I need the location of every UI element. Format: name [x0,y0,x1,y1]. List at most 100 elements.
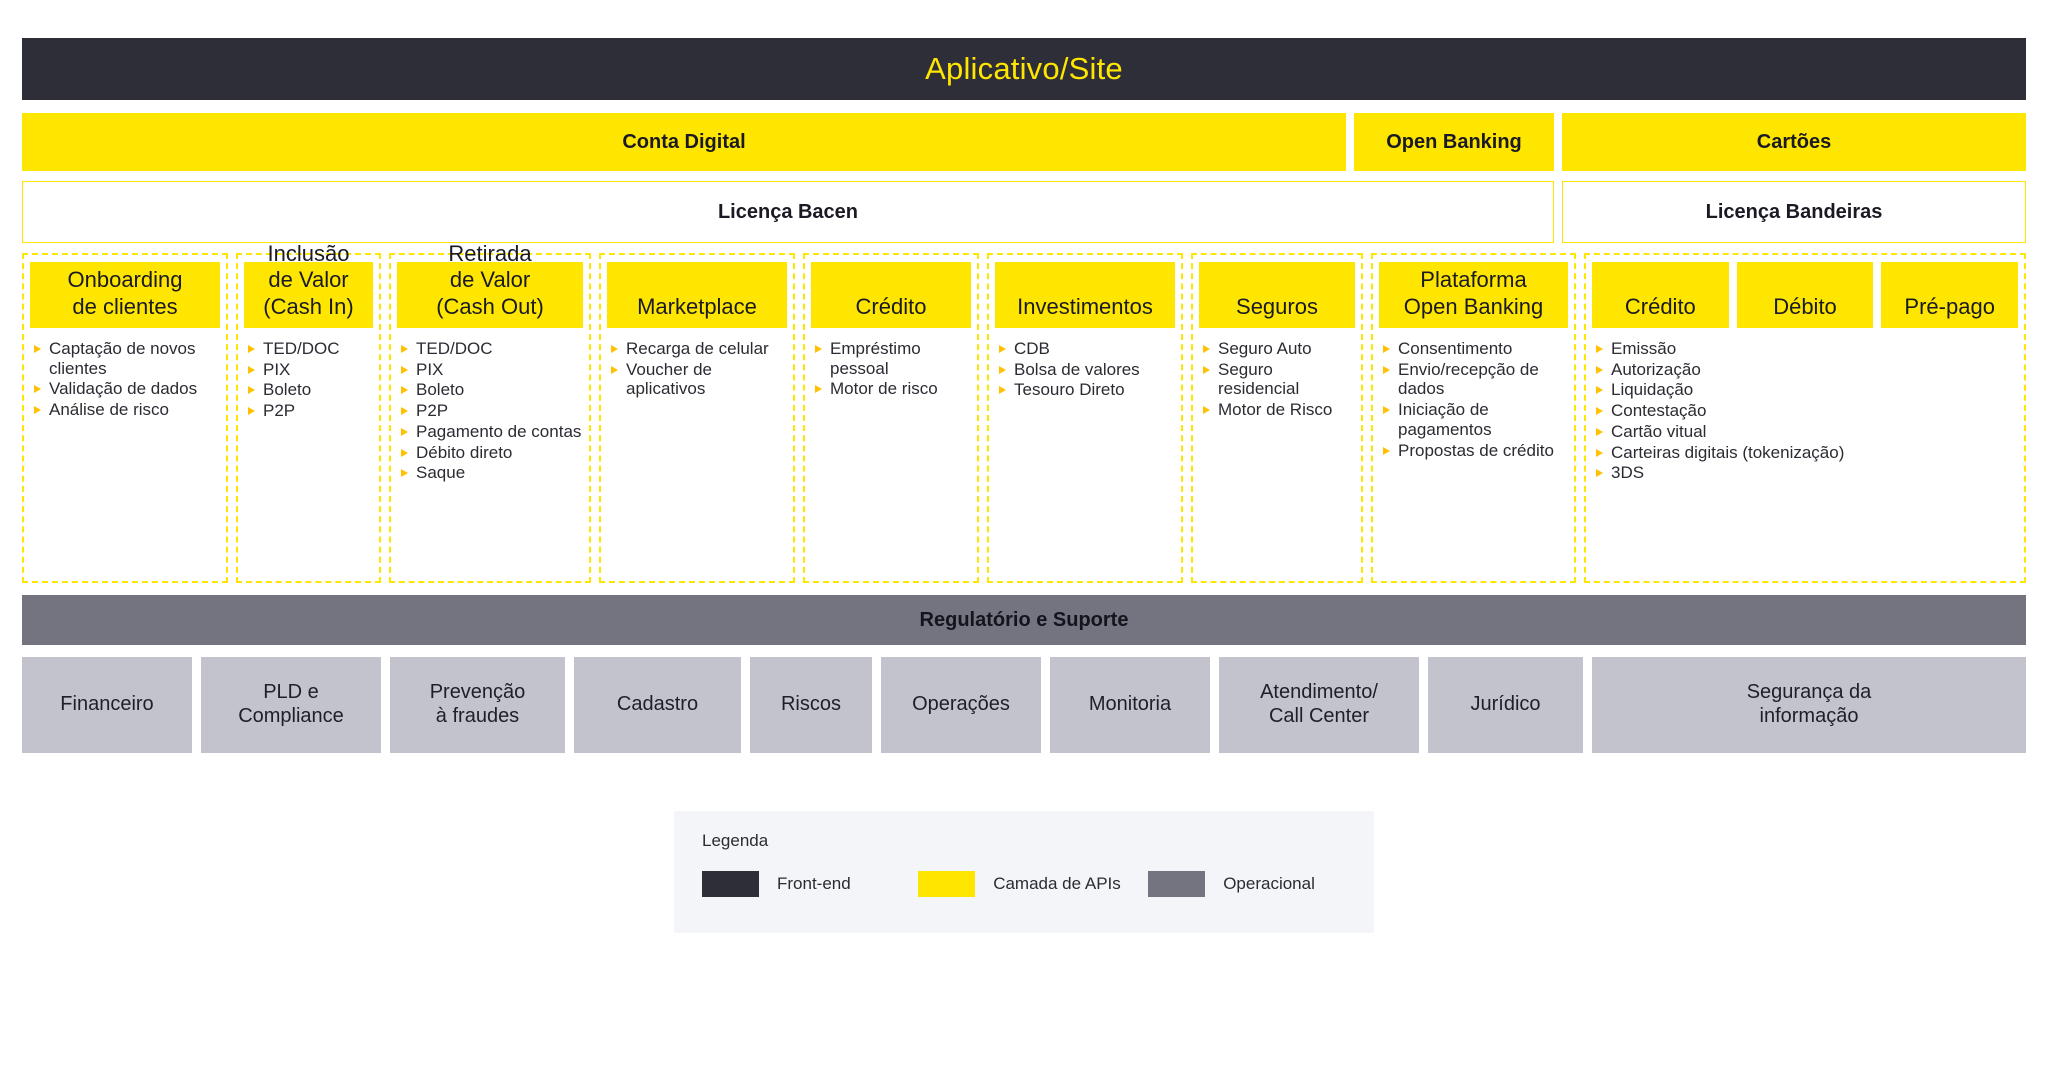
legend-title: Legenda [702,831,769,850]
ops-tile-seguranca-informacao[interactable]: Segurança da informação [1592,657,2026,753]
list-item: Liquidação [1592,380,2018,400]
list-item: TED/DOC [244,339,373,359]
capability-items: Captação de novos clientes Validação de … [30,328,220,575]
list-item: Seguro Auto [1199,339,1355,359]
capability-items: TED/DOC PIX Boleto P2P [244,328,373,575]
capability-title: Crédito [811,262,971,328]
legend-item-front-end: Front-end [702,871,918,897]
capability-title: Seguros [1199,262,1355,328]
list-item: Análise de risco [30,400,220,420]
capability-column-marketplace[interactable]: Marketplace Recarga de celular Voucher d… [599,253,795,583]
capability-items: Empréstimo pessoal Motor de risco [811,328,971,575]
api-layer-row: Conta Digital Open Banking Cartões [22,113,2026,171]
capabilities-row: Onboarding de clientes Captação de novos… [22,241,2026,583]
ops-tile-cadastro[interactable]: Cadastro [574,657,741,753]
card-type-debito[interactable]: Débito [1736,262,1874,328]
list-item: Bolsa de valores [995,360,1175,380]
list-item: Cartão vitual [1592,422,2018,442]
capability-title: Retirada de Valor (Cash Out) [397,241,583,328]
list-item: Iniciação de pagamentos [1379,400,1568,439]
capability-column-plataforma-open-banking[interactable]: Plataforma Open Banking Consentimento En… [1371,253,1576,583]
list-item: P2P [244,401,373,421]
diagram-page: Aplicativo/Site Conta Digital Open Banki… [0,38,2048,1067]
legend-item-camada-de-apis: Camada de APIs [918,871,1148,897]
legend-wrapper: Legenda Front-end Camada de APIs Operaci… [22,811,2026,933]
api-cell-open-banking[interactable]: Open Banking [1354,113,1554,171]
list-item: CDB [995,339,1175,359]
capability-column-investimentos[interactable]: Investimentos CDB Bolsa de valores Tesou… [987,253,1183,583]
legend-swatch-icon [1148,871,1206,897]
card-type-pre-pago[interactable]: Pré-pago [1881,262,2019,328]
capability-items: Emissão Autorização Liquidação Contestaç… [1592,328,2018,575]
api-cell-label: Open Banking [1386,130,1522,153]
list-item: Validação de dados [30,379,220,399]
ops-tile-pld-compliance[interactable]: PLD e Compliance [201,657,381,753]
list-item: Envio/recepção de dados [1379,360,1568,399]
list-item: Pagamento de contas [397,422,583,442]
capability-items: TED/DOC PIX Boleto P2P Pagamento de cont… [397,328,583,575]
list-item: Motor de risco [811,379,971,399]
legend: Legenda Front-end Camada de APIs Operaci… [674,811,1374,933]
ops-tile-riscos[interactable]: Riscos [750,657,872,753]
list-item: Emissão [1592,339,2018,359]
legend-items: Front-end Camada de APIs Operacional [702,871,1346,897]
operational-tiles-row: Financeiro PLD e Compliance Prevenção à … [22,657,2026,753]
list-item: Carteiras digitais (tokenização) [1592,443,2018,463]
list-item: 3DS [1592,463,2018,483]
ops-tile-operacoes[interactable]: Operações [881,657,1041,753]
ops-tile-financeiro[interactable]: Financeiro [22,657,192,753]
capability-items: Seguro Auto Seguro residencial Motor de … [1199,328,1355,575]
ops-tile-monitoria[interactable]: Monitoria [1050,657,1210,753]
list-item: Boleto [397,380,583,400]
ops-tile-atendimento-call-center[interactable]: Atendimento/ Call Center [1219,657,1419,753]
legend-label: Camada de APIs [993,874,1121,893]
card-types-group: Crédito Débito Pré-pago [1592,262,2019,328]
legend-item-operacional: Operacional [1148,871,1346,897]
list-item: Propostas de crédito [1379,441,1568,461]
api-cell-conta-digital[interactable]: Conta Digital [22,113,1346,171]
capability-title: Inclusão de Valor (Cash In) [244,241,373,328]
capability-title: Plataforma Open Banking [1379,262,1568,328]
list-item: Motor de Risco [1199,400,1355,420]
api-cell-cartoes[interactable]: Cartões [1562,113,2026,171]
list-item: Boleto [244,380,373,400]
capability-title: Onboarding de clientes [30,262,220,328]
operational-layer-bar: Regulatório e Suporte [22,595,2026,645]
list-item: Autorização [1592,360,2018,380]
license-cell-label: Licença Bacen [717,200,859,223]
license-cell-bacen[interactable]: Licença Bacen [22,181,1554,243]
list-item: Recarga de celular [607,339,787,359]
list-item: Captação de novos clientes [30,339,220,378]
license-cell-bandeiras[interactable]: Licença Bandeiras [1562,181,2026,243]
list-item: Voucher de aplicativos [607,360,787,399]
capability-title: Marketplace [607,262,787,328]
capability-title: Investimentos [995,262,1175,328]
list-item: Saque [397,463,583,483]
list-item: Empréstimo pessoal [811,339,971,378]
capability-column-cartoes[interactable]: Crédito Débito Pré-pago Emissão Autoriza… [1584,253,2026,583]
license-cell-label: Licença Bandeiras [1705,200,1883,223]
capability-column-credito[interactable]: Crédito Empréstimo pessoal Motor de risc… [803,253,979,583]
operational-layer-label: Regulatório e Suporte [919,608,1129,631]
list-item: PIX [244,360,373,380]
capability-column-onboarding[interactable]: Onboarding de clientes Captação de novos… [22,253,228,583]
list-item: P2P [397,401,583,421]
list-item: TED/DOC [397,339,583,359]
list-item: Seguro residencial [1199,360,1355,399]
frontend-layer-bar: Aplicativo/Site [22,38,2026,100]
list-item: PIX [397,360,583,380]
capability-column-cash-in[interactable]: Inclusão de Valor (Cash In) TED/DOC PIX … [236,241,381,583]
legend-label: Operacional [1223,874,1315,893]
card-type-credito[interactable]: Crédito [1592,262,1729,328]
ops-tile-juridico[interactable]: Jurídico [1428,657,1583,753]
ops-tile-prevencao-fraudes[interactable]: Prevenção à fraudes [390,657,565,753]
capability-column-seguros[interactable]: Seguros Seguro Auto Seguro residencial M… [1191,253,1363,583]
list-item: Contestação [1592,401,2018,421]
capability-column-cash-out[interactable]: Retirada de Valor (Cash Out) TED/DOC PIX… [389,241,591,583]
api-cell-label: Cartões [1756,130,1832,153]
legend-swatch-icon [918,871,976,897]
page-title: Aplicativo/Site [925,51,1123,86]
list-item: Débito direto [397,443,583,463]
list-item: Consentimento [1379,339,1568,359]
capability-items: CDB Bolsa de valores Tesouro Direto [995,328,1175,575]
